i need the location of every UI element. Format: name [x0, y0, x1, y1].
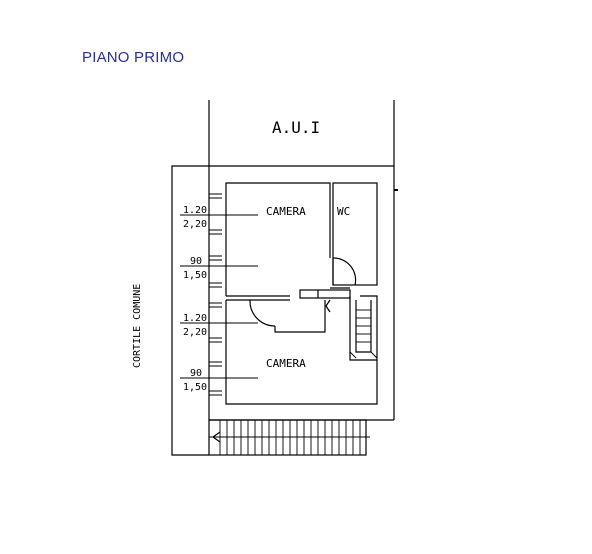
camera-top-room: [225, 182, 331, 296]
balcony: [208, 419, 367, 456]
mid-partition-right: [299, 289, 351, 299]
wc-label: WC: [337, 205, 350, 218]
balcony-arrow: [211, 431, 221, 443]
camera-door-arc: [249, 299, 276, 327]
wc-room: [332, 182, 378, 286]
stair-arrow: [325, 299, 331, 313]
stair-treads: [349, 309, 378, 359]
balcony-bars: [219, 420, 361, 455]
stair-outline: [349, 296, 377, 361]
window-2-bottom: 1,50: [183, 270, 207, 281]
cortile-comune-label: CORTILE COMUNE: [132, 284, 143, 368]
camera-bottom-label: CAMERA: [266, 357, 306, 370]
camera-top-label: CAMERA: [266, 205, 306, 218]
window-3-bottom: 2,20: [183, 327, 207, 338]
door-recess: [274, 300, 326, 333]
aui-label: A.U.I: [272, 118, 320, 137]
window-2-top: 90: [190, 256, 202, 267]
camera-bottom-room: [225, 295, 378, 405]
window-3-top: 1.20: [183, 313, 207, 324]
outer-left-boundary: [171, 165, 209, 456]
window-1-bottom: 2,20: [183, 219, 207, 230]
window-ticks: [209, 193, 222, 396]
window-4-bottom: 1,50: [183, 382, 207, 393]
window-4-top: 90: [190, 368, 202, 379]
page-title: PIANO PRIMO: [82, 49, 185, 66]
window-leaders: [180, 214, 258, 379]
window-1-top: 1.20: [183, 205, 207, 216]
wc-door-arc: [332, 257, 357, 286]
